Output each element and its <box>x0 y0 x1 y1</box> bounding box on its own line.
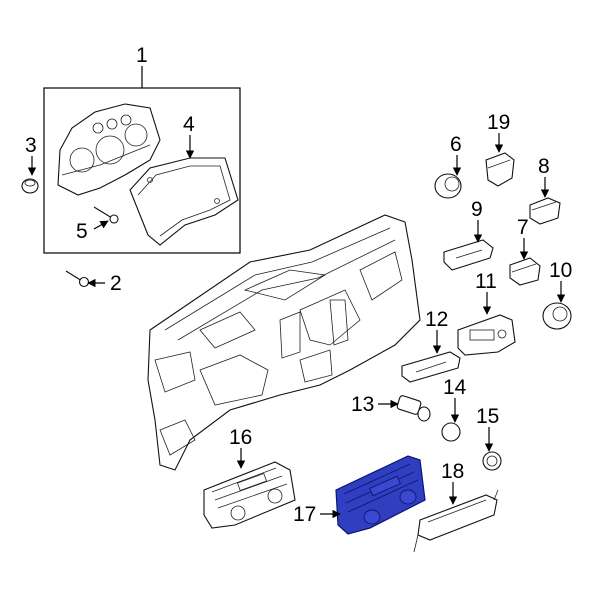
callout-6: 6 <box>450 133 462 156</box>
callout-9: 9 <box>471 198 483 221</box>
callout-1: 1 <box>136 44 148 67</box>
callout-4: 4 <box>183 113 195 136</box>
part-7-switch-icon[interactable] <box>509 257 541 286</box>
callout-2: 2 <box>110 272 122 295</box>
callout-18: 18 <box>441 460 464 483</box>
part-18-module-icon[interactable] <box>413 489 499 553</box>
callout-16: 16 <box>229 426 252 449</box>
part-6-knob-icon[interactable] <box>434 173 462 199</box>
callout-12: 12 <box>425 308 448 331</box>
instrument-panel-icon <box>147 214 421 471</box>
part-13-lighter-icon[interactable] <box>396 395 431 422</box>
part-16-climate-control-icon[interactable] <box>203 461 296 529</box>
part-9-switch-panel-icon[interactable] <box>443 239 494 271</box>
part-2-screw-icon[interactable] <box>65 270 90 288</box>
callout-10: 10 <box>549 259 572 282</box>
part-10-knob-icon[interactable] <box>542 302 572 330</box>
callout-19: 19 <box>487 111 510 134</box>
callout-3: 3 <box>25 134 37 157</box>
part-3-nut-icon[interactable] <box>21 178 39 194</box>
callout-11: 11 <box>475 270 497 293</box>
callout-5: 5 <box>76 220 88 243</box>
part-11-audio-control-icon[interactable] <box>457 314 516 356</box>
callout-8: 8 <box>538 155 550 178</box>
cluster-lens-icon <box>129 157 239 246</box>
part-17-climate-control-highlighted-icon[interactable] <box>335 455 426 535</box>
part-14-knob-icon[interactable] <box>441 422 461 442</box>
callout-14: 14 <box>443 376 467 399</box>
callout-7: 7 <box>517 216 529 239</box>
part-19-switch-icon[interactable] <box>485 152 515 187</box>
part-12-switch-bank-icon[interactable] <box>401 351 461 383</box>
screw-5-icon <box>93 206 119 224</box>
callout-17: 17 <box>293 503 316 526</box>
callout-13: 13 <box>351 393 374 416</box>
part-1-instrument-cluster-group[interactable] <box>43 66 241 254</box>
part-15-socket-icon[interactable] <box>482 451 502 471</box>
callout-15: 15 <box>476 405 499 428</box>
instrument-cluster-icon <box>57 103 161 196</box>
part-8-switch-icon[interactable] <box>529 197 561 225</box>
